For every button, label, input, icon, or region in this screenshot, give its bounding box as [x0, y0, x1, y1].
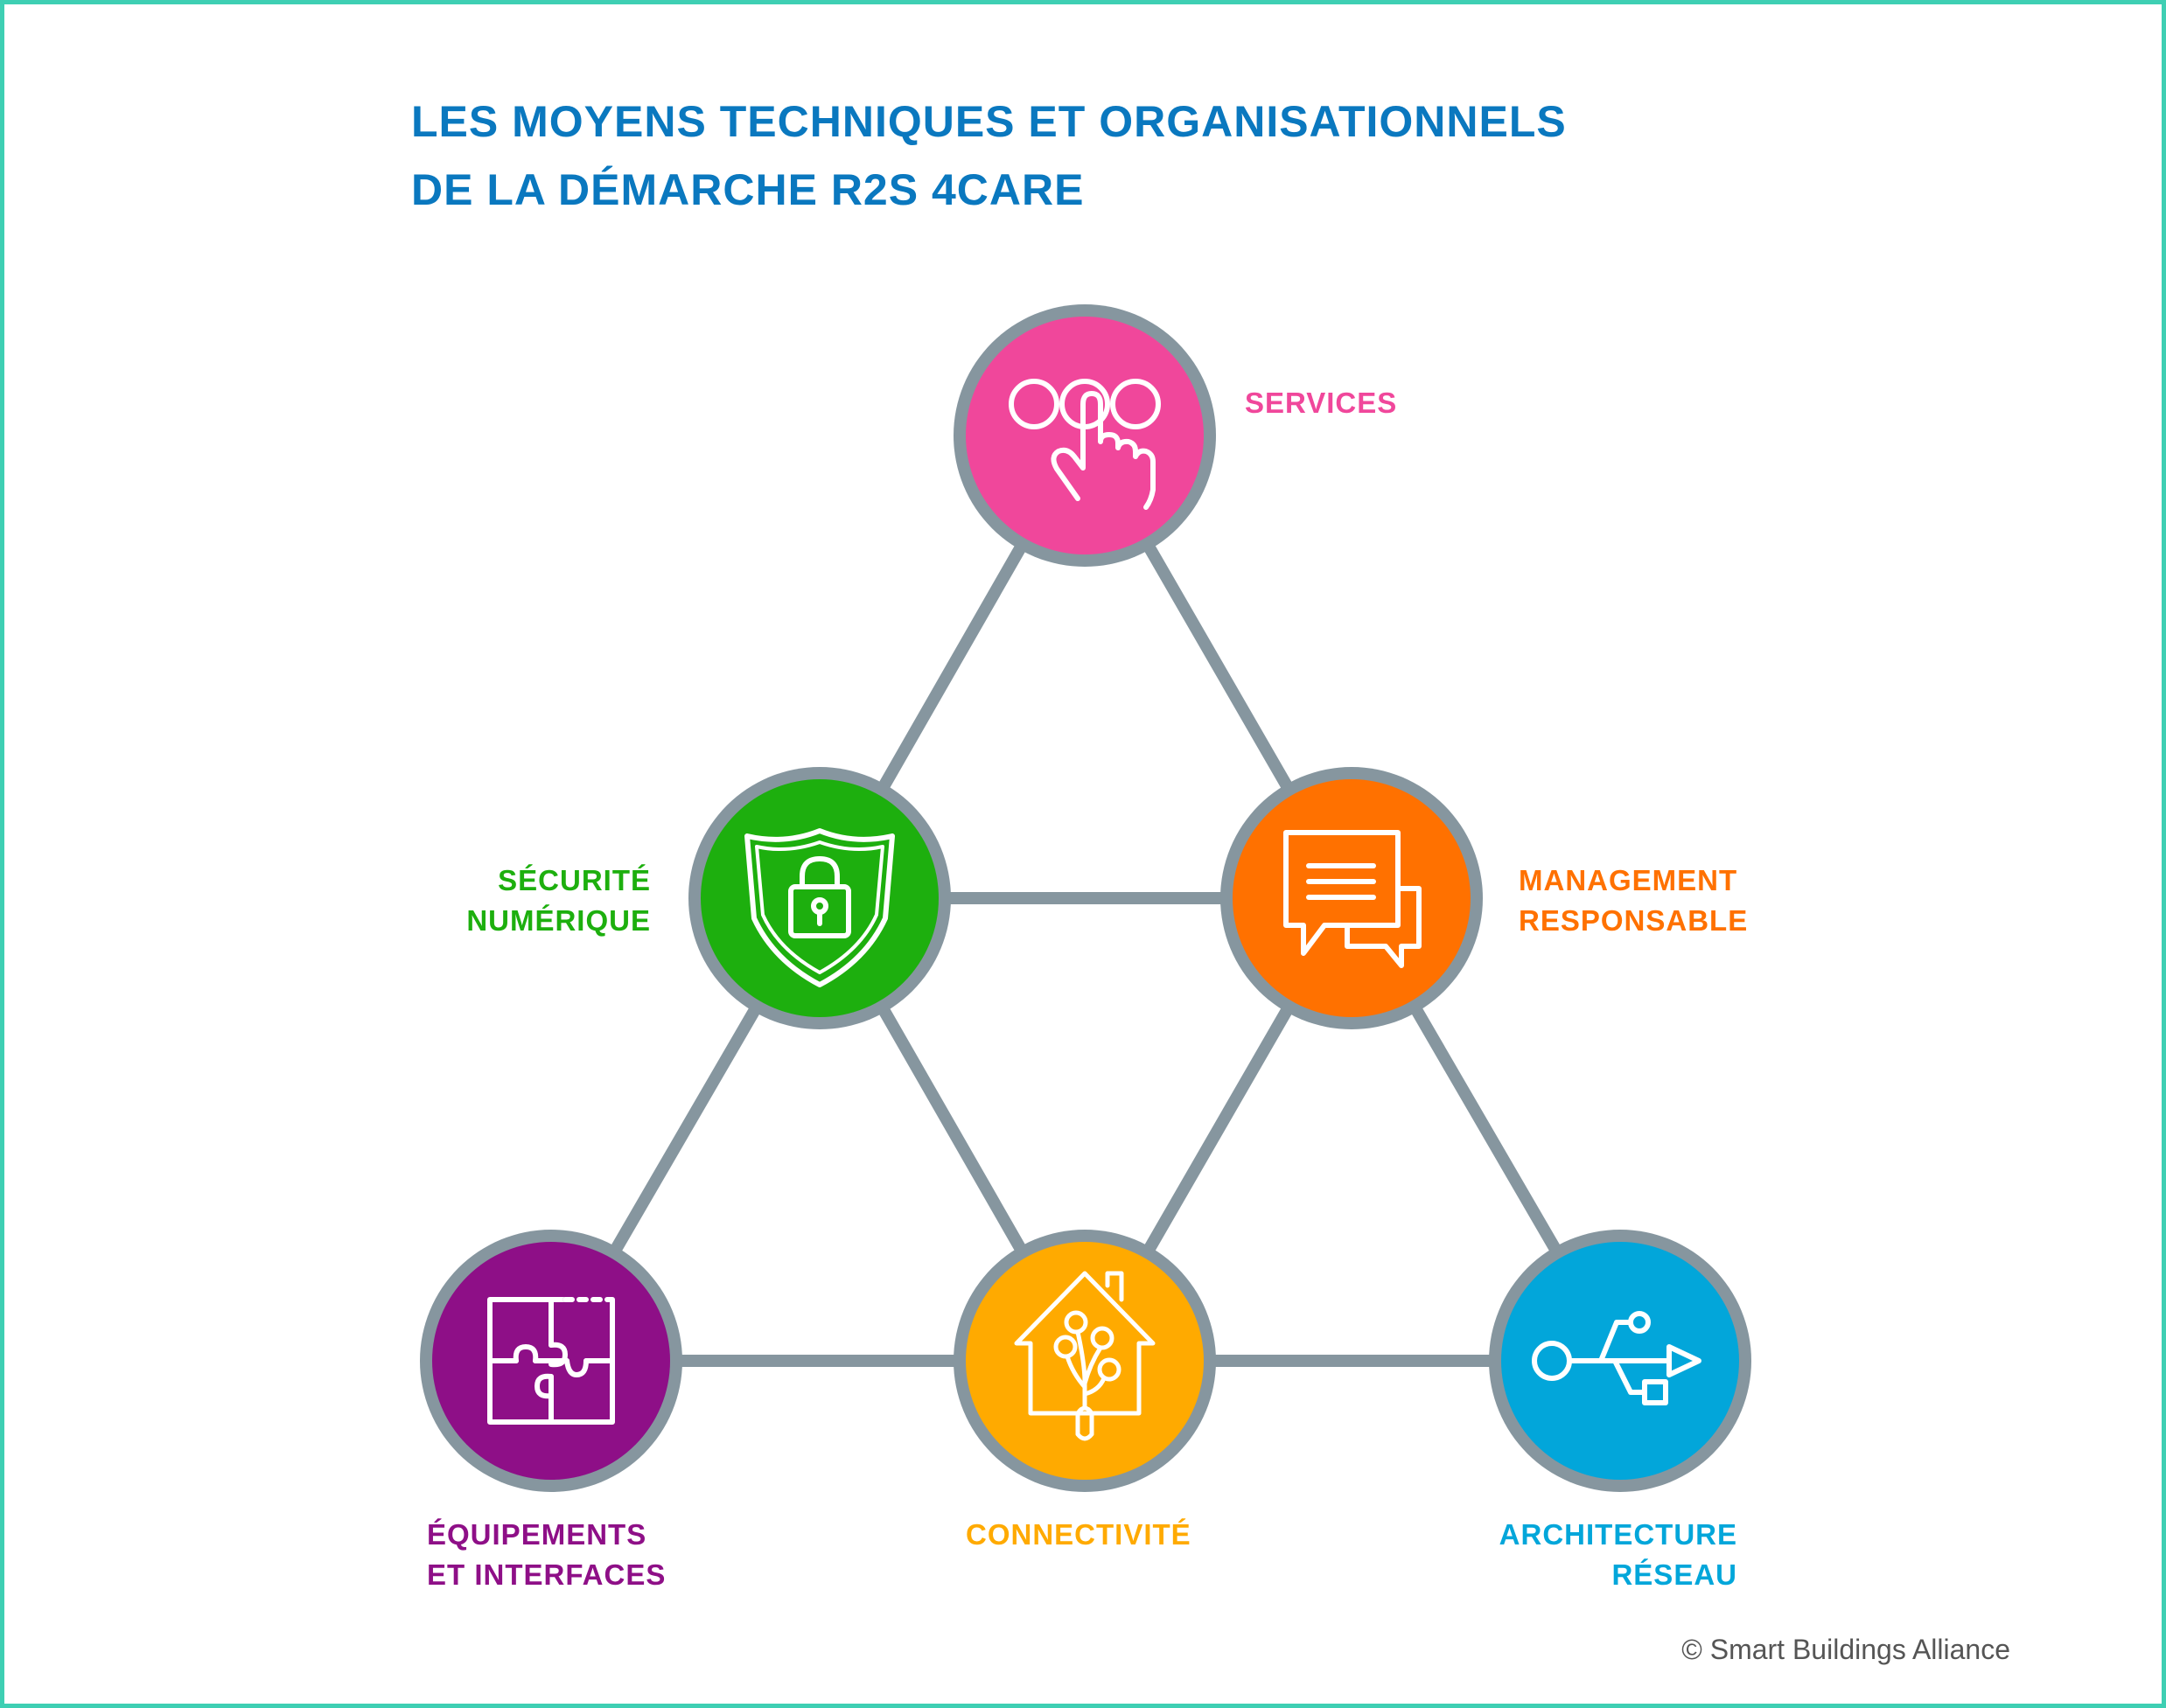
shield-lock-icon — [744, 828, 895, 987]
chat-bubbles-icon — [1283, 830, 1422, 968]
node-architecture — [1489, 1230, 1751, 1492]
node-services — [954, 304, 1216, 567]
label-equipements: ÉQUIPEMENTS ET INTERFACES — [427, 1518, 667, 1591]
label-connectivite: CONNECTIVITÉ — [966, 1518, 1191, 1551]
usb-icon — [1532, 1311, 1701, 1405]
node-connectivite — [954, 1230, 1216, 1492]
title-line-2: DE LA DÉMARCHE R2S 4CARE — [411, 165, 1085, 214]
puzzle-icon — [487, 1297, 615, 1425]
label-management: MANAGEMENT RESPONSABLE — [1519, 864, 1749, 937]
house-network-icon — [1014, 1271, 1156, 1441]
title-line-1: LES MOYENS TECHNIQUES ET ORGANISATIONNEL… — [411, 97, 1567, 146]
node-equipements — [420, 1230, 682, 1492]
node-securite — [688, 767, 951, 1029]
copyright-text: © Smart Buildings Alliance — [1681, 1634, 2010, 1665]
label-services: SERVICES — [1245, 387, 1398, 419]
page-title: LES MOYENS TECHNIQUES ET ORGANISATIONNEL… — [411, 87, 1898, 224]
label-architecture: ARCHITECTURE RÉSEAU — [1499, 1518, 1737, 1591]
node-management — [1220, 767, 1483, 1029]
label-securite: SÉCURITÉ NUMÉRIQUE — [466, 864, 651, 937]
hand-pointing-icon — [1009, 379, 1161, 510]
